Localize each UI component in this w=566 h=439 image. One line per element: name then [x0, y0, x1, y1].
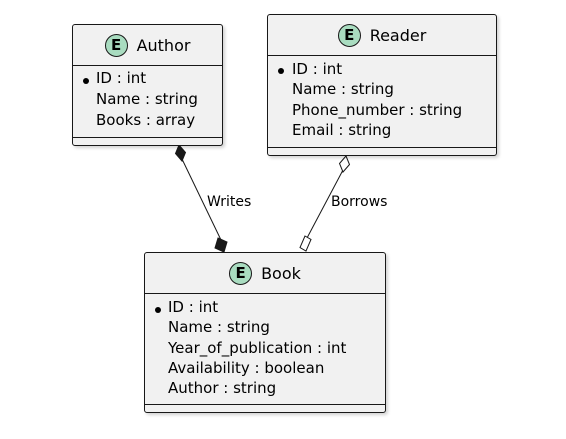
entity-book-header: E Book — [145, 253, 385, 294]
entity-badge-icon: E — [337, 23, 361, 47]
entity-badge-icon: E — [104, 33, 128, 57]
composition-diamond-bottom — [214, 237, 228, 253]
entity-book-name: Book — [261, 263, 301, 283]
entity-book-fields: ID : int Name : string Year_of_publicati… — [145, 293, 385, 405]
entity-reader-name: Reader — [369, 25, 427, 45]
field-name: Name : string — [96, 90, 198, 108]
entity-reader-header: E Reader — [268, 15, 496, 56]
entity-book[interactable]: E Book ID : int Name : string Year_of_pu… — [144, 252, 386, 413]
borrows-connector — [299, 155, 351, 252]
relationship-borrows-label: Borrows — [331, 194, 388, 210]
entity-reader-fields: ID : int Name : string Phone_number : st… — [268, 55, 496, 148]
aggregation-diamond-top — [338, 155, 351, 173]
entity-author[interactable]: E Author ID : int Name : string Books : … — [72, 24, 223, 146]
field-books: Books : array — [96, 111, 196, 129]
field-availability: Availability : boolean — [168, 359, 325, 377]
writes-connector — [174, 144, 228, 253]
entity-author-fields: ID : int Name : string Books : array — [73, 65, 222, 138]
field-phone-number: Phone_number : string — [292, 101, 463, 119]
primary-key-icon — [278, 68, 284, 74]
primary-key-icon — [83, 78, 89, 84]
entity-author-name: Author — [136, 35, 191, 55]
field-id: ID : int — [96, 69, 147, 87]
field-email: Email : string — [292, 121, 392, 139]
field-year-of-publication: Year_of_publication : int — [168, 339, 347, 357]
entity-badge-icon: E — [229, 261, 253, 285]
field-id: ID : int — [292, 60, 343, 78]
field-name: Name : string — [168, 318, 270, 336]
relationship-writes-label: Writes — [207, 194, 252, 210]
aggregation-diamond-bottom — [299, 235, 312, 252]
composition-diamond-top — [174, 144, 187, 162]
field-name: Name : string — [292, 80, 394, 98]
entity-reader[interactable]: E Reader ID : int Name : string Phone_nu… — [267, 14, 497, 156]
field-id: ID : int — [168, 298, 219, 316]
field-author: Author : string — [168, 379, 277, 397]
primary-key-icon — [155, 307, 161, 313]
entity-author-header: E Author — [73, 25, 222, 66]
